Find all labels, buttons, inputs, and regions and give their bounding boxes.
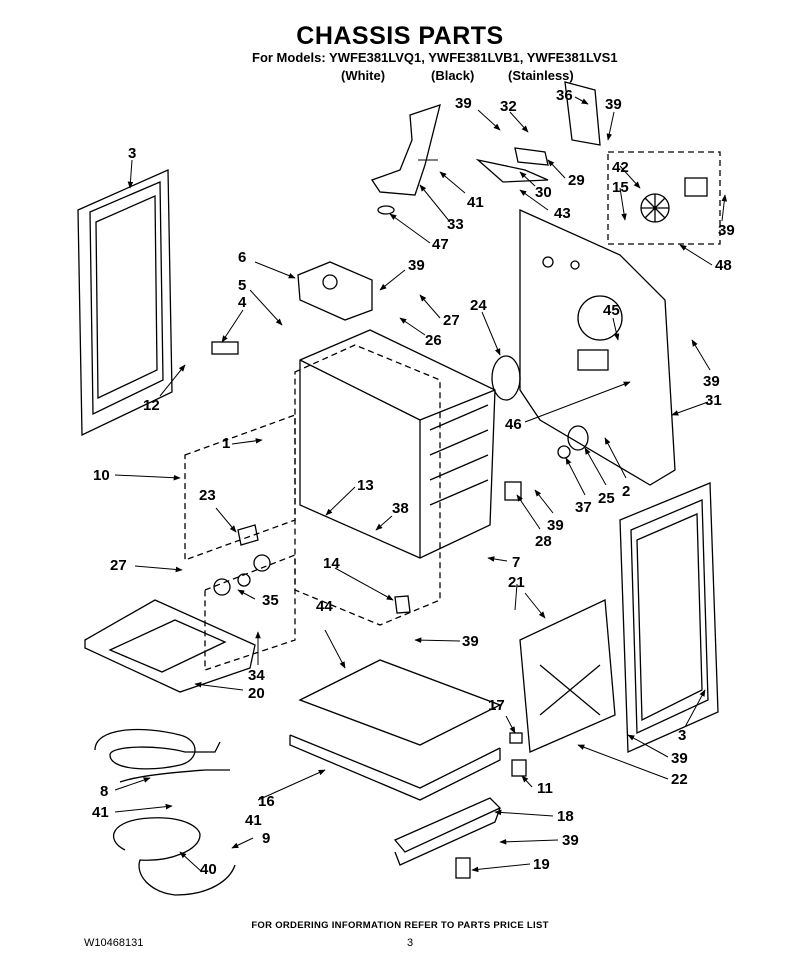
callout-30: 30 [535,184,552,201]
callout-27-left: 27 [110,557,127,574]
callout-39-rail: 39 [562,832,579,849]
callout-18: 18 [557,808,574,825]
callout-19: 19 [533,856,550,873]
variant-black: (Black) [431,68,475,83]
callout-13: 13 [357,477,374,494]
callout-34: 34 [248,667,265,684]
callout-10: 10 [93,467,110,484]
bake-element-part [94,728,221,770]
callout-20: 20 [248,685,265,702]
callout-1: 1 [222,435,230,452]
callout-40: 40 [200,861,217,878]
callout-12: 12 [143,397,160,414]
callout-39-center: 39 [462,633,479,650]
callout-8: 8 [100,783,108,800]
callout-7: 7 [512,554,520,571]
callout-16: 16 [258,793,275,810]
callout-44: 44 [316,598,333,615]
insulation-11-part [511,759,527,777]
leveling-leg-part [455,857,471,879]
callout-39-thermostat: 39 [408,257,425,274]
model-list: For Models: YWFE381LVQ1, YWFE381LVB1, YW… [252,50,618,65]
callout-39-top: 39 [455,95,472,112]
back-cover-part [519,599,616,753]
grommet-part [377,205,395,215]
callout-43: 29 [568,172,585,189]
callout-3-right: 3 [678,727,686,744]
back-panel-part [519,208,676,486]
callout-32: 32 [500,98,517,115]
broil-element-part [112,817,236,896]
callout-15: 15 [612,179,629,196]
callout-47: 47 [432,236,449,253]
clip-17-part [509,732,523,744]
callout-39-fan: 39 [718,222,735,239]
callout-5: 5 [238,277,246,294]
callout-39-right: 39 [703,373,720,390]
side-panel-right-part [619,482,719,753]
document-number: W10468131 [84,937,144,949]
switch-23-part [237,524,259,546]
callout-22: 22 [671,771,688,788]
callout-36: 36 [556,87,573,104]
bracket-28-part [504,481,522,501]
callout-42: 42 [612,159,629,176]
callout-35: 35 [262,592,279,609]
callout-31: 31 [705,392,722,409]
callout-21: 21 [508,574,525,591]
callout-23: 23 [199,487,216,504]
terminal-block-part [475,158,549,183]
callout-33: 33 [447,216,464,233]
callout-28: 28 [535,533,552,550]
page-number: 3 [407,937,414,949]
callout-39-mid: 39 [547,517,564,534]
side-panel-left-part [77,169,173,437]
callout-29: 43 [554,205,571,222]
bracket-part [370,104,441,196]
variant-white: (White) [341,68,386,83]
drawer-part [84,599,256,693]
rail-part [564,81,601,146]
callout-6: 6 [238,249,246,266]
sensor-14-part [394,595,411,614]
callout-9: 9 [262,830,270,847]
gasket-part [491,355,521,401]
convection-fan-box [607,151,721,245]
callout-25: 25 [598,490,615,507]
callout-24: 24 [470,297,487,314]
callout-41-top: 41 [467,194,484,211]
thermostat-part [297,261,373,321]
knob-part [253,554,271,572]
page-title: CHASSIS PARTS [296,22,504,50]
bottom-panel-part [298,659,502,746]
callout-2: 2 [622,483,630,500]
light-socket-part [567,425,589,451]
callout-27-center: 27 [443,312,460,329]
callout-4: 4 [238,294,247,311]
callout-39-top-right: 39 [605,96,622,113]
callout-17: 17 [488,697,505,714]
callout-45: 45 [603,302,620,319]
callout-38: 38 [392,500,409,517]
callout-41-element: 41 [245,812,262,829]
front-frame-part [184,344,441,671]
callout-11: 11 [537,780,553,797]
callout-37: 37 [575,499,592,516]
oven-cavity-part [299,329,496,559]
clip-part [211,341,239,355]
variant-stainless: (Stainless) [508,68,574,83]
callout-3-left: 3 [128,145,136,162]
callout-39-lower: 39 [671,750,688,767]
callout-48: 48 [715,257,732,274]
ordering-note: FOR ORDERING INFORMATION REFER TO PARTS … [251,920,549,931]
callout-14: 14 [323,555,340,572]
callout-41-bottom: 41 [92,804,109,821]
callout-46: 46 [505,416,522,433]
convection-fan-part [640,177,708,223]
callout-26: 26 [425,332,442,349]
